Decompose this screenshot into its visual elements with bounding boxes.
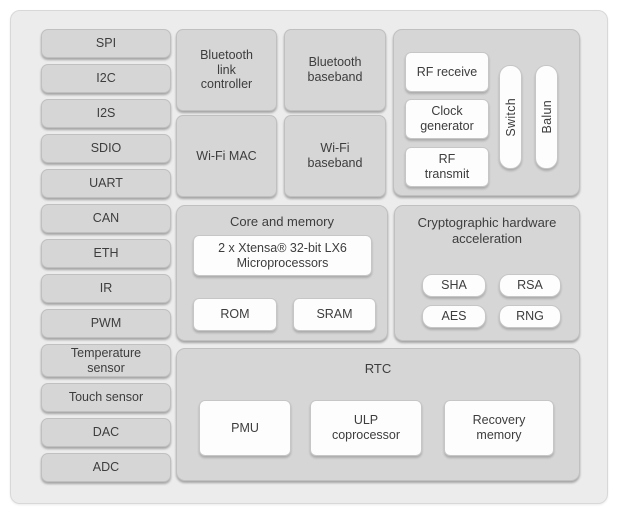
block-switch: Switch <box>499 65 522 169</box>
peripheral-block-uart: UART <box>41 169 171 198</box>
balun-label: Balun <box>539 100 554 134</box>
block-bluetooth-link-controller: Bluetooth link controller <box>176 29 277 111</box>
block-rsa: RSA <box>499 274 561 297</box>
panel-core-and-memory: Core and memory 2 x Xtensa® 32-bit LX6 M… <box>176 205 388 341</box>
core-panel-title: Core and memory <box>229 214 335 229</box>
block-recovery-memory: Recovery memory <box>444 400 554 456</box>
panel-rtc: RTC PMU ULP coprocessor Recovery memory <box>176 348 580 481</box>
switch-label: Switch <box>503 97 518 137</box>
block-wifi-baseband: Wi-Fi baseband <box>284 115 386 197</box>
block-ulp-coprocessor: ULP coprocessor <box>310 400 422 456</box>
block-rom: ROM <box>193 298 277 331</box>
panel-crypto-acceleration: Cryptographic hardware acceleration SHA … <box>394 205 580 341</box>
block-clock-generator: Clock generator <box>405 99 489 139</box>
peripheral-block-spi: SPI <box>41 29 171 58</box>
block-xtensa-microprocessors: 2 x Xtensa® 32-bit LX6 Microprocessors <box>193 235 372 276</box>
peripheral-block-i2c: I2C <box>41 64 171 93</box>
peripheral-block-sdio: SDIO <box>41 134 171 163</box>
peripheral-block-dac: DAC <box>41 418 171 447</box>
crypto-panel-title: Cryptographic hardware acceleration <box>417 215 557 247</box>
peripheral-block-i2s: I2S <box>41 99 171 128</box>
peripheral-block-temperature-sensor: Temperature sensor <box>41 344 171 377</box>
block-sram: SRAM <box>293 298 376 331</box>
block-balun: Balun <box>535 65 558 169</box>
block-rf-transmit: RF transmit <box>405 147 489 187</box>
block-rf-receive: RF receive <box>405 52 489 92</box>
block-wifi-mac: Wi-Fi MAC <box>176 115 277 197</box>
block-aes: AES <box>422 305 486 328</box>
block-bluetooth-baseband: Bluetooth baseband <box>284 29 386 111</box>
peripheral-block-adc: ADC <box>41 453 171 482</box>
peripheral-block-eth: ETH <box>41 239 171 268</box>
block-sha: SHA <box>422 274 486 297</box>
peripheral-block-pwm: PWM <box>41 309 171 338</box>
chip-block-diagram: SPI I2C I2S SDIO UART CAN ETH IR PWM Tem… <box>10 10 608 504</box>
rtc-panel-title: RTC <box>364 361 392 376</box>
block-rng: RNG <box>499 305 561 328</box>
panel-rf: RF receive Clock generator RF transmit S… <box>393 29 580 196</box>
peripheral-block-can: CAN <box>41 204 171 233</box>
peripheral-block-touch-sensor: Touch sensor <box>41 383 171 412</box>
block-pmu: PMU <box>199 400 291 456</box>
peripheral-block-ir: IR <box>41 274 171 303</box>
